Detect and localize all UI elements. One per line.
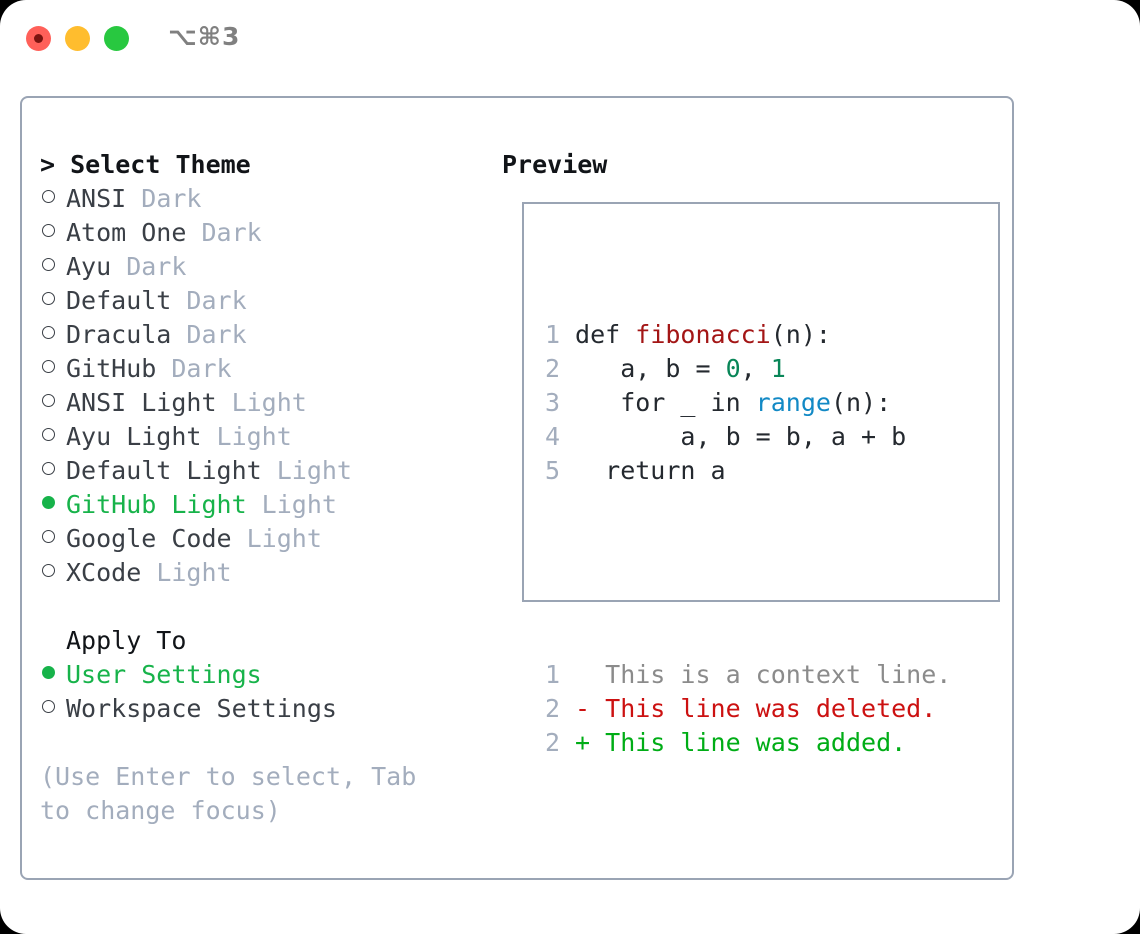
code-token: 0 [725, 354, 741, 383]
code-line: 3 for _ in range(n): [542, 386, 951, 420]
theme-list-item-label: Dracula [66, 320, 172, 349]
maximize-icon[interactable] [104, 26, 129, 51]
apply-to-item[interactable]: Workspace Settings [40, 692, 500, 726]
code-token: This is a context line. [560, 660, 952, 689]
theme-list-item[interactable]: Ayu Dark [40, 250, 500, 284]
code-line-number: 5 [544, 456, 560, 485]
apply-to-item[interactable]: User Settings [40, 658, 500, 692]
code-token: a, b = [560, 354, 726, 383]
close-icon[interactable] [26, 26, 51, 51]
theme-list-item-badge: Light [141, 558, 232, 587]
code-token: return a [560, 456, 726, 485]
theme-list-item-label: Atom One [66, 218, 187, 247]
theme-list-item[interactable]: ANSI Dark [40, 182, 500, 216]
theme-list-item-badge: Dark [156, 354, 232, 383]
theme-list-item-label: ANSI [66, 184, 127, 213]
code-token: (n): [830, 388, 892, 417]
code-token: range [755, 388, 831, 417]
traffic-lights [26, 26, 129, 51]
theme-list-item-label: Ayu Light [66, 422, 202, 451]
theme-list-item-badge: Light [216, 388, 307, 417]
hint-spacer [40, 726, 500, 760]
theme-list-item-label: GitHub Light [66, 490, 247, 519]
theme-list-item-badge: Light [261, 456, 352, 485]
diff-line-number: 2 [544, 728, 560, 757]
theme-list-item-badge: Dark [186, 218, 262, 247]
theme-list-item-label: Default [66, 286, 172, 315]
diff-line: 1 This is a context line. [542, 658, 951, 692]
theme-list-item[interactable]: XCode Light [40, 556, 500, 590]
theme-list-item-badge: Dark [111, 252, 187, 281]
keyboard-shortcut-label: ⌥⌘3 [168, 22, 241, 51]
diff-sample: 1 This is a context line.2 - This line w… [542, 658, 951, 760]
theme-list-item[interactable]: Ayu Light Light [40, 420, 500, 454]
theme-list-heading: > Select Theme [40, 150, 251, 179]
preview-heading: Preview [502, 150, 608, 179]
theme-list-item[interactable]: GitHub Light Light [40, 488, 500, 522]
diff-line-number: 2 [544, 694, 560, 723]
code-token: , [740, 354, 771, 383]
code-line: 1 def fibonacci(n): [542, 318, 951, 352]
theme-list-item[interactable]: Default Dark [40, 284, 500, 318]
theme-list-item-label: Default Light [66, 456, 262, 485]
theme-list-item[interactable]: GitHub Dark [40, 352, 500, 386]
theme-list-item-badge: Light [201, 422, 292, 451]
diff-line: 2 + This line was added. [542, 726, 951, 760]
code-token: (n): [770, 320, 831, 349]
theme-list-item[interactable]: Google Code Light [40, 522, 500, 556]
code-line: 2 a, b = 0, 1 [542, 352, 951, 386]
theme-list-item-badge: Dark [126, 184, 202, 213]
theme-list-item[interactable]: ANSI Light Light [40, 386, 500, 420]
code-line-number: 4 [544, 422, 560, 451]
theme-list-item-label: Ayu [66, 252, 112, 281]
theme-list-item-badge: Dark [171, 320, 247, 349]
theme-list-item-badge: Light [231, 524, 322, 553]
preview-column: Preview 1 def fibonacci(n):2 a, b = 0, 1… [502, 148, 1002, 757]
theme-list-item-label: Google Code [66, 524, 232, 553]
title-bar: ⌥⌘3 [0, 0, 1140, 78]
code-line: 5 return a [542, 454, 951, 488]
code-token: fibonacci [635, 320, 771, 349]
theme-list-item-label: XCode [66, 558, 142, 587]
apply-to-item-label: Workspace Settings [66, 694, 337, 723]
code-diff-gap [542, 556, 951, 590]
minimize-icon[interactable] [65, 26, 90, 51]
code-token: for _ in [560, 388, 756, 417]
code-token: a, b = b, a + b [560, 422, 907, 451]
diff-line: 2 - This line was deleted. [542, 692, 951, 726]
apply-to-item-label: User Settings [66, 660, 262, 689]
apply-to-heading: Apply To [66, 626, 187, 655]
diff-line-number: 1 [544, 660, 560, 689]
theme-list-item[interactable]: Atom One Dark [40, 216, 500, 250]
theme-list-item[interactable]: Dracula Dark [40, 318, 500, 352]
code-token: - This line was deleted. [560, 694, 937, 723]
theme-list-item-label: GitHub [66, 354, 157, 383]
code-line-number: 3 [544, 388, 560, 417]
theme-list-item-badge: Dark [171, 286, 247, 315]
theme-list-item[interactable]: Default Light Light [40, 454, 500, 488]
code-token: + This line was added. [560, 728, 907, 757]
code-token: 1 [770, 354, 786, 383]
keyboard-hint-text: (Use Enter to select, Tab to change focu… [40, 762, 432, 825]
code-line-number: 1 [544, 320, 560, 349]
list-spacer [40, 590, 500, 624]
code-line-number: 2 [544, 354, 560, 383]
code-token: def [560, 320, 636, 349]
theme-list-item-label: ANSI Light [66, 388, 217, 417]
code-line: 4 a, b = b, a + b [542, 420, 951, 454]
theme-list-item-badge: Light [246, 490, 337, 519]
